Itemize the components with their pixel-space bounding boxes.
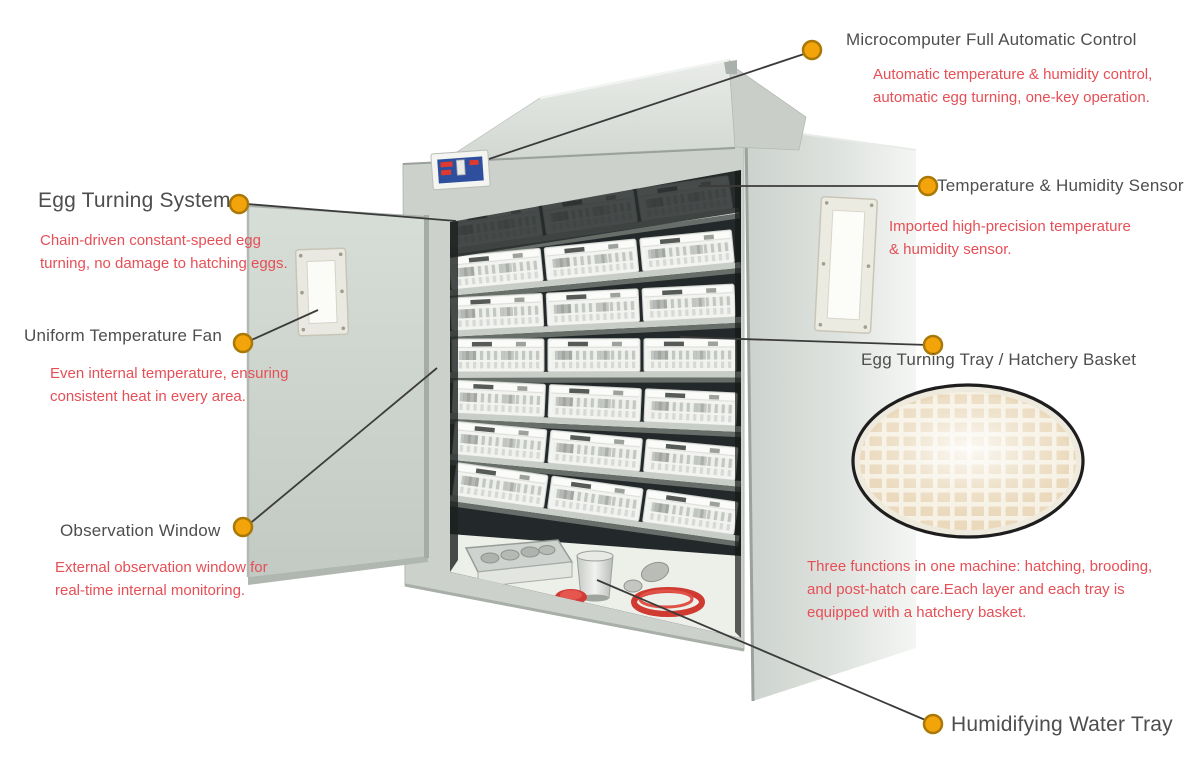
temp-humidity-sensor-description: Imported high-precision temperature & hu… bbox=[889, 218, 1131, 258]
callout-line-egg-turning-system bbox=[246, 203, 457, 222]
callout-dot-tray bbox=[922, 334, 944, 356]
callout-line-humidifying bbox=[596, 579, 931, 723]
callout-line-tray bbox=[679, 336, 930, 346]
callout-dot-sensor bbox=[917, 175, 939, 197]
right-door bbox=[744, 125, 917, 702]
egg-turning-tray-title: Egg Turning Tray / Hatchery Basket bbox=[861, 350, 1137, 369]
uniform-temperature-fan-description: Even internal temperature, ensuring cons… bbox=[50, 365, 289, 405]
hood bbox=[402, 58, 807, 165]
observation-window-description: External observation window for real-tim… bbox=[55, 559, 268, 599]
incubator-floor bbox=[450, 534, 741, 638]
callout-dot-egg-turning-system bbox=[228, 193, 250, 215]
callout-dot-fan bbox=[232, 332, 254, 354]
observation-window bbox=[294, 247, 350, 337]
callout-dot-microcomputer bbox=[801, 39, 823, 61]
magnifier-ellipse bbox=[851, 383, 1085, 539]
microcomputer-description: Automatic temperature & humidity control… bbox=[873, 66, 1153, 106]
egg-turning-system-title: Egg Turning System bbox=[38, 189, 231, 212]
callout-line-fan bbox=[246, 309, 319, 343]
left-door bbox=[246, 205, 429, 585]
temp-humidity-sensor-title: Temperature & Humidity Sensor bbox=[937, 176, 1184, 195]
observation-window-title: Observation Window bbox=[60, 521, 221, 540]
callout-dot-observation bbox=[232, 516, 254, 538]
right-door-window bbox=[813, 196, 879, 334]
microcomputer-title: Microcomputer Full Automatic Control bbox=[846, 30, 1137, 49]
callout-line-microcomputer bbox=[488, 51, 811, 160]
humidifying-water-tray-title: Humidifying Water Tray bbox=[951, 713, 1173, 736]
water-tray bbox=[464, 539, 574, 588]
control-panel bbox=[430, 149, 491, 191]
callout-dot-humidifying bbox=[922, 713, 944, 735]
uniform-temperature-fan-title: Uniform Temperature Fan bbox=[24, 326, 222, 345]
callout-line-observation bbox=[246, 367, 438, 527]
egg-turning-tray-description: Three functions in one machine: hatching… bbox=[807, 558, 1153, 621]
metal-bucket bbox=[576, 550, 614, 602]
cabinet bbox=[402, 145, 745, 652]
egg-turning-system-description: Chain-driven constant-speed egg turning,… bbox=[40, 232, 288, 272]
bulb bbox=[640, 561, 670, 583]
